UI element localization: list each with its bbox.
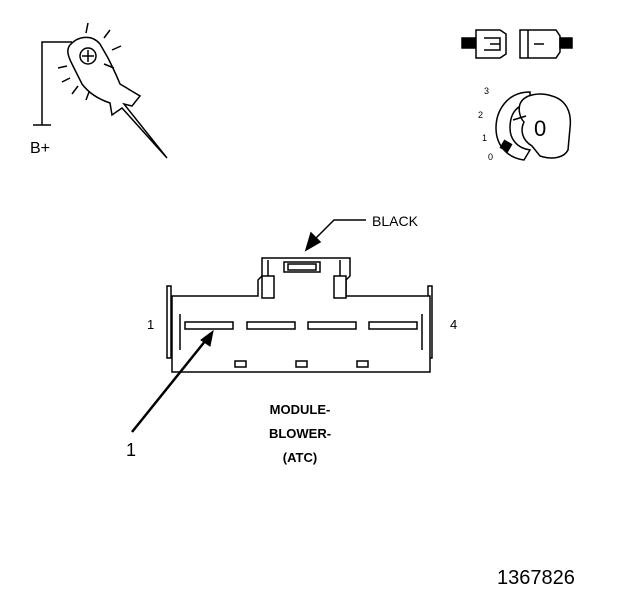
key-current-position: 0 xyxy=(534,116,547,141)
black-wire-callout xyxy=(304,219,366,252)
fuse-connector-icon xyxy=(461,29,573,59)
cavity-1 xyxy=(184,321,234,330)
cavity-2 xyxy=(246,321,296,330)
supply-label: B+ xyxy=(30,140,51,157)
connector-housing xyxy=(166,257,433,373)
ignition-key-icon xyxy=(495,91,572,161)
key-position-1: 1 xyxy=(482,133,488,143)
callout-number: 1 xyxy=(126,440,137,460)
wire-color-label: BLACK xyxy=(372,213,418,229)
component-name-line-1: MODULE- xyxy=(269,402,331,417)
cavity-callout-arrow xyxy=(131,329,214,433)
component-name-line-2: BLOWER- xyxy=(268,426,332,441)
cavity-3 xyxy=(307,321,357,330)
key-position-0: 0 xyxy=(488,152,494,162)
pin-last-label: 4 xyxy=(450,317,458,332)
pin-first-label: 1 xyxy=(147,317,155,332)
figure-id: 1367826 xyxy=(497,567,575,589)
key-position-2: 2 xyxy=(478,110,484,120)
test-lamp-icon xyxy=(33,22,168,159)
component-name: MODULE- BLOWER- (ATC) xyxy=(250,398,350,470)
component-name-line-3: (ATC) xyxy=(282,450,318,465)
cavity-4 xyxy=(368,321,418,330)
key-position-3: 3 xyxy=(484,86,490,96)
terminal-cavities xyxy=(184,321,418,368)
